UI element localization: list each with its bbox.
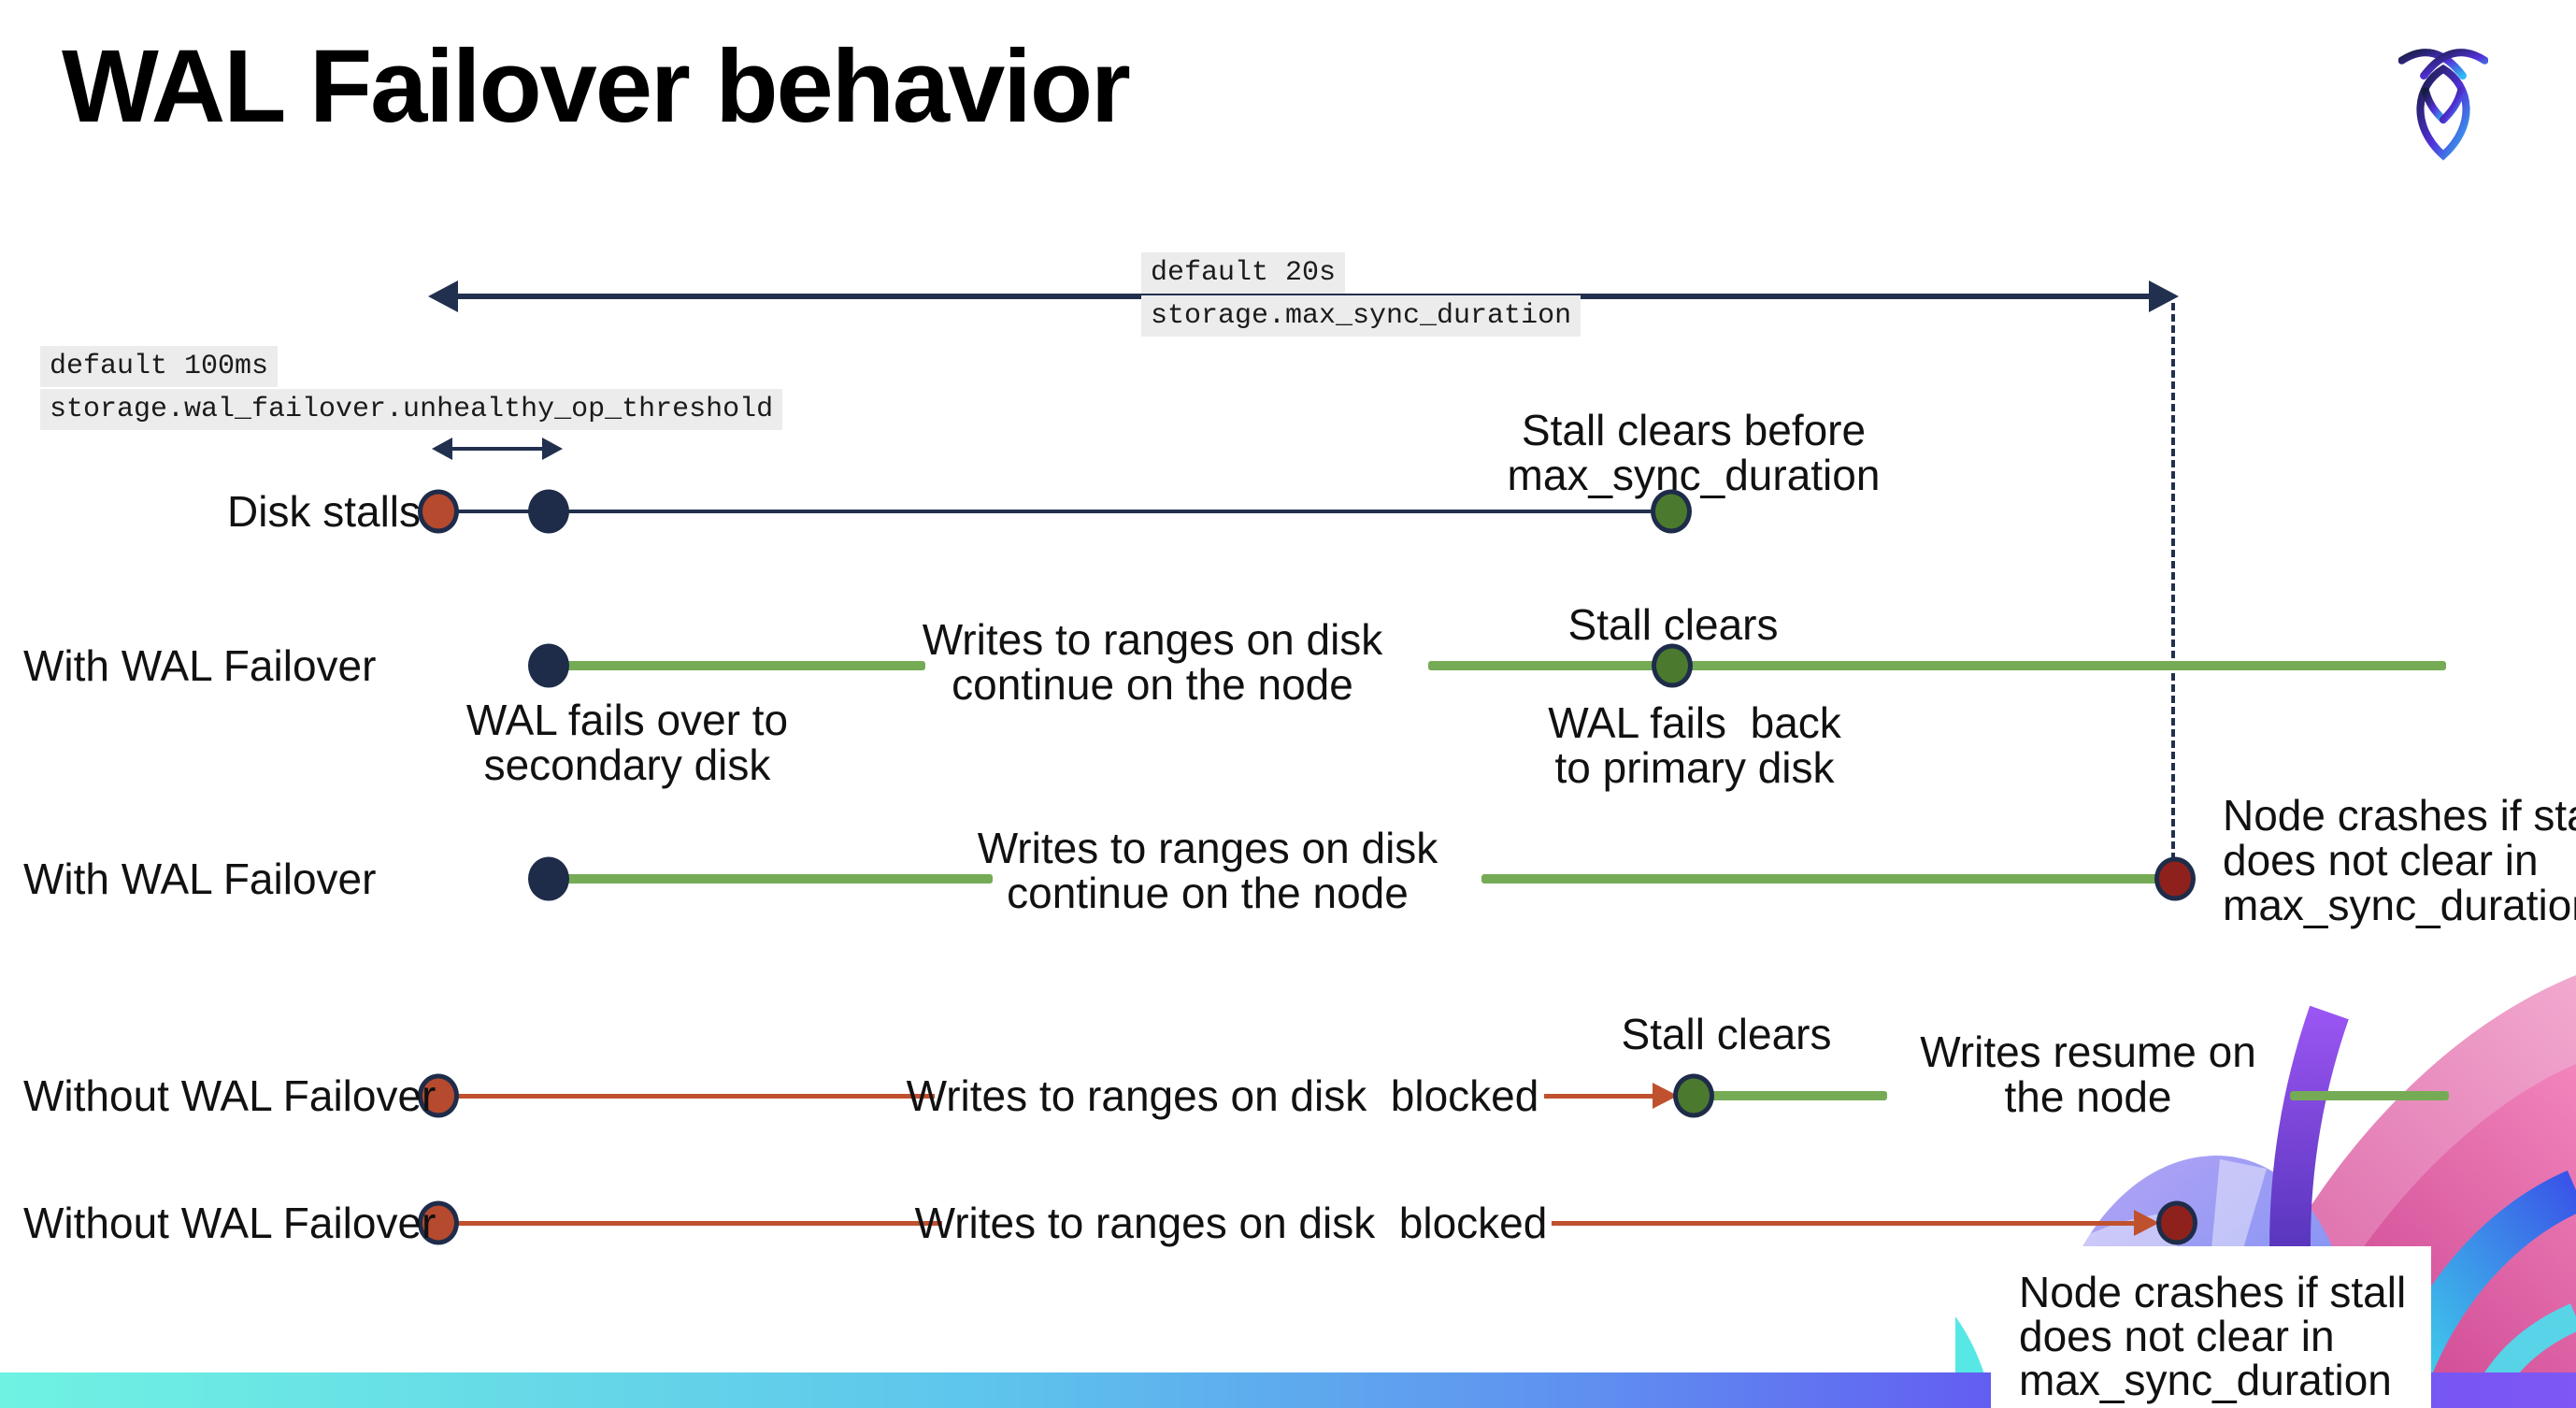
annotation-line: Node crashes if stall xyxy=(2019,1268,2407,1316)
annotation-node-crashes: Node crashes if stall does not clear in … xyxy=(2223,793,2576,927)
arrowhead-left-icon xyxy=(432,438,452,460)
failover-marker xyxy=(528,856,569,901)
annotation-line: max_sync_duration xyxy=(1507,451,1881,499)
writes-resume-line xyxy=(1694,1091,1887,1100)
writes-resume-line xyxy=(2290,1091,2449,1100)
annotation-line: continue on the node xyxy=(1007,869,1409,917)
annotation-writes-continue: Writes to ranges on disk continue on the… xyxy=(923,617,1383,707)
annotation-writes-blocked: Writes to ranges on disk blocked xyxy=(907,1073,1539,1118)
cockroachdb-logo-icon xyxy=(2398,49,2488,161)
threshold-arrow xyxy=(449,447,546,451)
stall-clear-marker xyxy=(1651,489,1692,534)
annotation-line: Node crashes if stall xyxy=(2223,791,2576,840)
annotation-line: WAL fails back xyxy=(1548,698,1841,747)
max-sync-duration-code-label: default 20s storage.max_sync_duration xyxy=(1141,252,1581,338)
annotation-node-crashes: Node crashes if stall does not clear in … xyxy=(1991,1246,2431,1402)
stall-start-marker xyxy=(418,1073,459,1118)
code-label-line: storage.max_sync_duration xyxy=(1141,295,1581,337)
annotation-line: WAL fails over to xyxy=(465,696,789,744)
annotation-line: Writes to ranges on disk xyxy=(977,824,1438,872)
annotation-stall-clears: Stall clears xyxy=(1622,1012,1832,1056)
annotation-writes-continue: Writes to ranges on disk continue on the… xyxy=(978,826,1438,915)
threshold-code-label: default 100ms storage.wal_failover.unhea… xyxy=(40,346,783,432)
row-label-with-wal-failover: With WAL Failover xyxy=(23,641,377,690)
annotation-line: continue on the node xyxy=(952,660,1353,709)
writes-blocked-line xyxy=(1552,1221,2136,1226)
arrowhead-right-icon xyxy=(542,438,563,460)
annotation-stall-clears: Stall clears xyxy=(1568,602,1779,647)
annotation-line: Writes to ranges on disk xyxy=(922,615,1383,664)
writes-blocked-line xyxy=(438,1094,935,1099)
node-crash-marker xyxy=(2154,856,2196,901)
max-sync-deadline-dashed-line xyxy=(2171,303,2175,860)
disk-stall-timeline xyxy=(438,510,1671,513)
annotation-wal-fails-over: WAL fails over to secondary disk xyxy=(466,697,788,787)
writes-continue-line xyxy=(559,661,925,670)
row-label-without-wal-failover: Without WAL Failover xyxy=(23,1199,436,1247)
annotation-writes-resume: Writes resume on the node xyxy=(1920,1029,2256,1119)
writes-continue-line xyxy=(559,874,993,884)
code-label-line: default 100ms xyxy=(40,346,279,387)
row-label-disk-stalls: Disk stalls xyxy=(227,487,422,536)
annotation-line: secondary disk xyxy=(483,740,771,789)
node-crashes-callout: Node crashes if stall does not clear in … xyxy=(1991,1246,2431,1408)
arrowhead-left-icon xyxy=(428,280,458,312)
threshold-elapsed-marker xyxy=(528,489,569,534)
page-title: WAL Failover behavior xyxy=(62,29,1131,144)
annotation-line: max_sync_duration xyxy=(2223,881,2576,929)
annotation-line: max_sync_duration xyxy=(2019,1356,2392,1404)
stall-start-marker xyxy=(418,1200,459,1245)
writes-continue-line xyxy=(1481,874,2170,884)
annotation-stall-clears-before: Stall clears before max_sync_duration xyxy=(1508,408,1881,497)
code-label-line: default 20s xyxy=(1141,252,1346,294)
failover-marker xyxy=(528,643,569,688)
annotation-writes-blocked: Writes to ranges on disk blocked xyxy=(915,1200,1548,1245)
arrowhead-right-icon xyxy=(2149,280,2179,312)
annotation-line: Writes to ranges on disk blocked xyxy=(914,1199,1548,1247)
stall-clear-marker xyxy=(1652,643,1693,688)
node-crash-marker xyxy=(2156,1200,2197,1245)
writes-blocked-line xyxy=(438,1221,942,1226)
annotation-wal-fails-back: WAL fails back to primary disk xyxy=(1548,700,1841,790)
row-label-with-wal-failover: With WAL Failover xyxy=(23,855,377,903)
annotation-line: Stall clears xyxy=(1621,1010,1832,1058)
annotation-line: Stall clears xyxy=(1567,600,1779,649)
row-label-without-wal-failover: Without WAL Failover xyxy=(23,1071,436,1120)
annotation-line: does not clear in xyxy=(2019,1312,2335,1360)
stall-clear-marker xyxy=(1673,1073,1714,1118)
annotation-line: the node xyxy=(2004,1072,2172,1121)
annotation-line: to primary disk xyxy=(1554,743,1835,792)
stall-start-marker xyxy=(418,489,459,534)
annotation-line: Stall clears before xyxy=(1521,406,1867,454)
writes-continue-line xyxy=(1428,661,2446,670)
writes-blocked-line xyxy=(1544,1094,1654,1099)
red-arrowhead-icon xyxy=(2134,1210,2159,1236)
annotation-line: Writes to ranges on disk blocked xyxy=(906,1071,1539,1120)
code-label-line: storage.wal_failover.unhealthy_op_thresh… xyxy=(40,389,783,430)
annotation-line: Writes resume on xyxy=(1920,1027,2256,1076)
annotation-line: does not clear in xyxy=(2223,836,2539,884)
